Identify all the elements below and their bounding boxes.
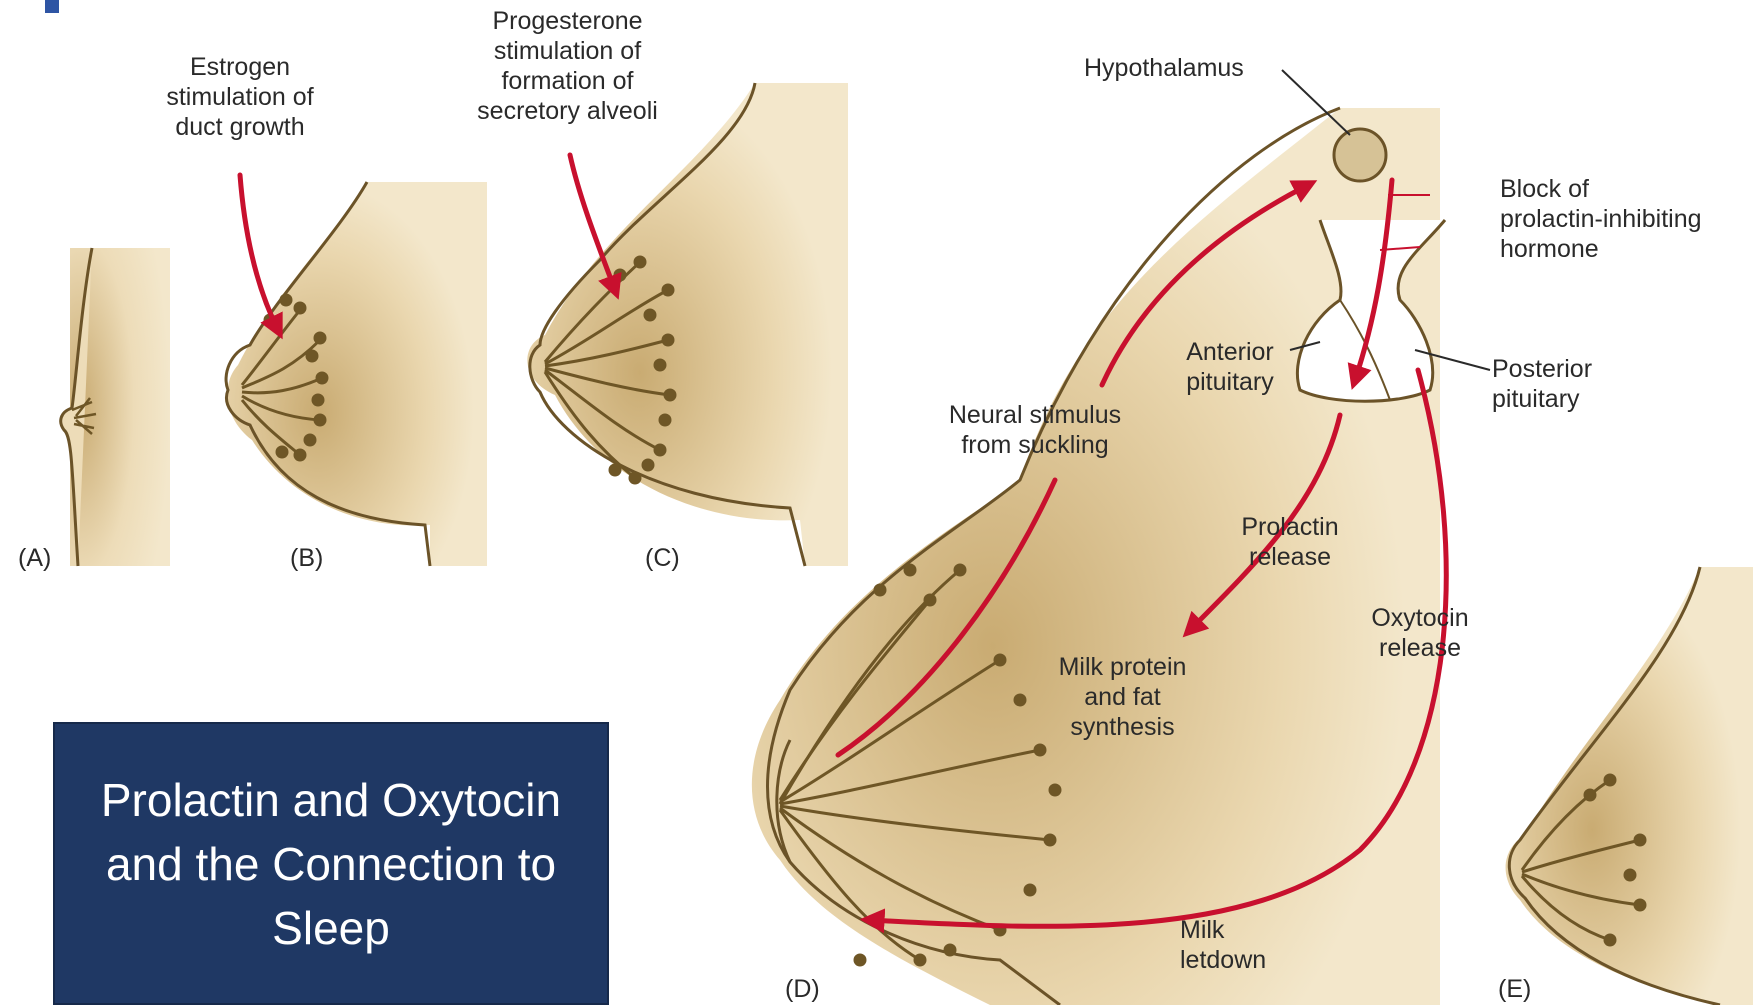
progesterone-label-line1: Progesterone <box>455 6 680 36</box>
milk-protein-line3: synthesis <box>1045 712 1200 742</box>
oxytocin-label-line1: Oxytocin <box>1355 603 1485 633</box>
anterior-label-line2: pituitary <box>1165 367 1295 397</box>
prolactin-release-label: Prolactin release <box>1225 512 1355 572</box>
progesterone-label-line3: formation of <box>455 66 680 96</box>
slide-title: Prolactin and Oxytocin and the Connectio… <box>71 768 591 960</box>
panel-e-figure <box>1506 567 1753 1005</box>
oxytocin-release-label: Oxytocin release <box>1355 603 1485 663</box>
estrogen-label-line1: Estrogen <box>140 52 340 82</box>
anterior-pituitary-label: Anterior pituitary <box>1165 337 1295 397</box>
estrogen-arrow <box>240 175 278 330</box>
title-line1: Prolactin and Oxytocin <box>71 768 591 832</box>
progesterone-label-line4: secretory alveoli <box>455 96 680 126</box>
hypothalamus-shape <box>1334 129 1386 181</box>
estrogen-label: Estrogen stimulation of duct growth <box>140 52 340 142</box>
panel-d-label: (D) <box>785 975 820 1004</box>
title-line2: and the Connection to <box>71 832 591 896</box>
neural-label-line2: from suckling <box>930 430 1140 460</box>
panel-b-label: (B) <box>290 544 323 573</box>
letdown-label-line2: letdown <box>1180 945 1266 975</box>
prolactin-label-line2: release <box>1225 542 1355 572</box>
milk-protein-line1: Milk protein <box>1045 652 1200 682</box>
estrogen-label-line2: stimulation of <box>140 82 340 112</box>
panel-c-figure <box>527 83 848 566</box>
panel-c-label: (C) <box>645 544 680 573</box>
milk-letdown-label: Milk letdown <box>1180 915 1266 975</box>
progesterone-label: Progesterone stimulation of formation of… <box>455 6 680 126</box>
estrogen-label-line3: duct growth <box>140 112 340 142</box>
posterior-pituitary-label: Posterior pituitary <box>1492 354 1592 414</box>
progesterone-label-line2: stimulation of <box>455 36 680 66</box>
anterior-label-line1: Anterior <box>1165 337 1295 367</box>
prolactin-label-line1: Prolactin <box>1225 512 1355 542</box>
block-label-line3: hormone <box>1500 234 1702 264</box>
block-label-line1: Block of <box>1500 174 1702 204</box>
neural-label-line1: Neural stimulus <box>930 400 1140 430</box>
block-label: Block of prolactin-inhibiting hormone <box>1500 174 1702 264</box>
milk-protein-line2: and fat <box>1045 682 1200 712</box>
title-box: Prolactin and Oxytocin and the Connectio… <box>53 722 609 1005</box>
posterior-label-line2: pituitary <box>1492 384 1592 414</box>
panel-b-figure <box>226 182 487 566</box>
title-line3: Sleep <box>71 896 591 960</box>
panel-e-label: (E) <box>1498 975 1531 1004</box>
posterior-label-line1: Posterior <box>1492 354 1592 384</box>
oxytocin-label-line2: release <box>1355 633 1485 663</box>
neural-stimulus-label: Neural stimulus from suckling <box>930 400 1140 460</box>
letdown-label-line1: Milk <box>1180 915 1266 945</box>
hypothalamus-label: Hypothalamus <box>1084 53 1244 83</box>
panel-a-figure <box>61 248 170 566</box>
panel-a-label: (A) <box>18 544 51 573</box>
block-label-line2: prolactin-inhibiting <box>1500 204 1702 234</box>
corner-mark <box>45 0 59 13</box>
milk-protein-label: Milk protein and fat synthesis <box>1045 652 1200 742</box>
